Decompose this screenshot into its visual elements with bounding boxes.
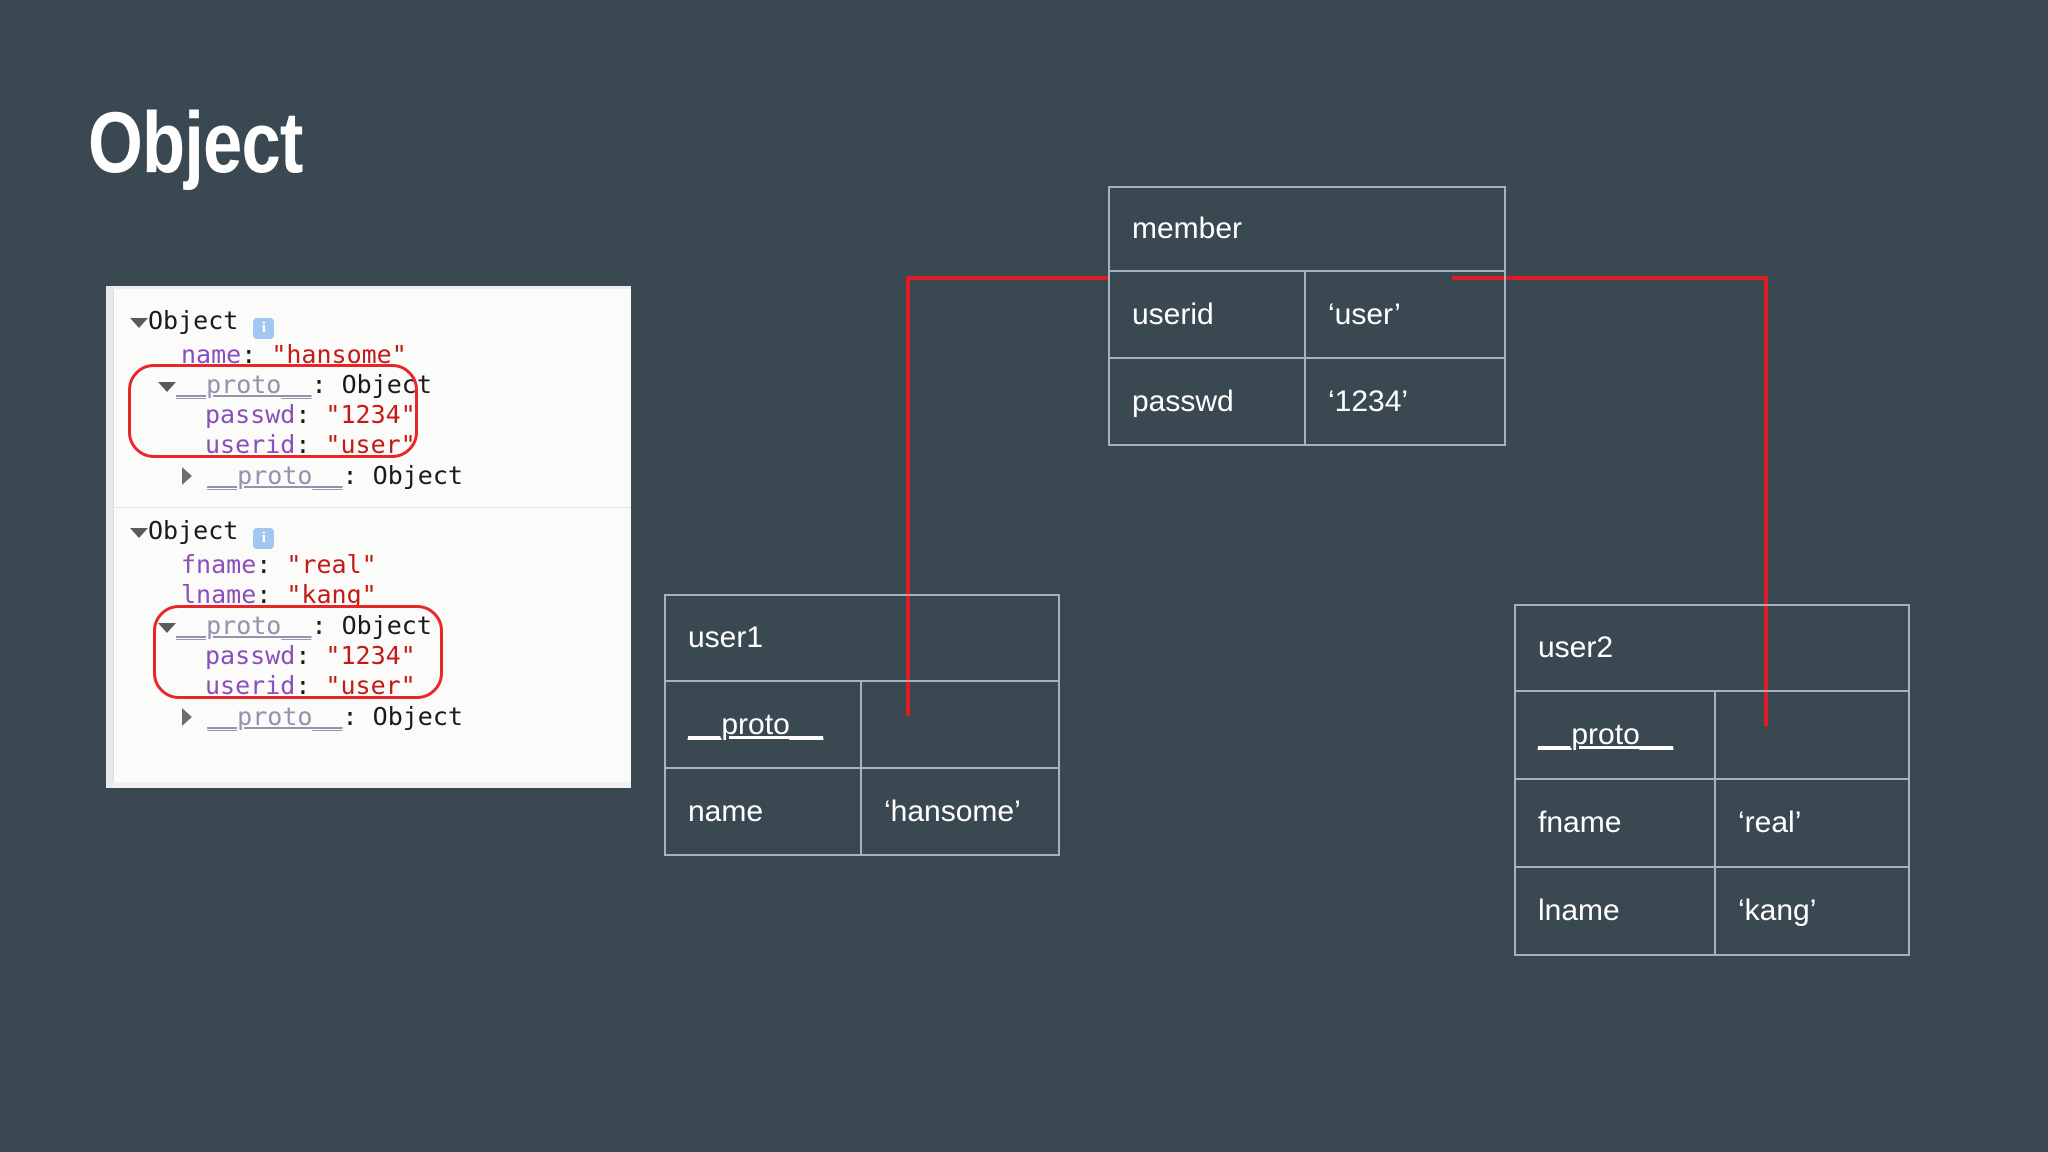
property-separator: : — [256, 580, 287, 609]
connector-member-to-user1-horizontal — [906, 276, 1108, 280]
table-row: lname ‘kang’ — [1514, 866, 1910, 956]
property-key: userid — [205, 430, 296, 459]
console-property-row[interactable]: __proto__: Object — [182, 704, 463, 729]
user2-row-value — [1714, 690, 1910, 780]
property-separator: : — [311, 611, 342, 640]
member-row-value: ‘1234’ — [1304, 357, 1506, 446]
disclosure-triangle-down-icon[interactable] — [130, 318, 148, 328]
user1-table-title: user1 — [664, 594, 1060, 682]
connector-member-to-user1-vertical — [906, 276, 910, 716]
user2-row-key: fname — [1514, 778, 1716, 868]
table-row: member — [1108, 186, 1506, 272]
property-value: Object — [341, 611, 432, 640]
table-row: user2 — [1514, 604, 1910, 692]
user2-row-value: ‘kang’ — [1714, 866, 1910, 956]
table-member: member userid ‘user’ passwd ‘1234’ — [1108, 186, 1506, 446]
member-row-value: ‘user’ — [1304, 270, 1506, 359]
member-row-key: passwd — [1108, 357, 1306, 446]
property-key: fname — [181, 550, 257, 579]
property-key: __proto__ — [176, 611, 312, 640]
user1-row-key: name — [664, 767, 862, 856]
info-badge-icon[interactable]: i — [253, 318, 275, 339]
table-row: __proto__ — [1514, 690, 1910, 780]
disclosure-triangle-down-icon[interactable] — [158, 623, 176, 633]
property-separator: : — [342, 702, 373, 731]
console-left-rail — [106, 286, 114, 788]
page-title: Object — [88, 95, 303, 191]
property-key: lname — [181, 580, 257, 609]
property-key: passwd — [205, 400, 296, 429]
property-key: __proto__ — [207, 461, 343, 490]
console-property-row[interactable]: passwd: "1234" — [205, 643, 416, 668]
console-entry-divider — [113, 507, 631, 508]
property-key: __proto__ — [207, 702, 343, 731]
property-key: name — [181, 340, 242, 369]
console-property-row[interactable]: __proto__: Object — [158, 613, 432, 638]
property-key: userid — [205, 671, 296, 700]
user1-row-key: __proto__ — [664, 680, 862, 769]
table-user1: user1 __proto__ name ‘hansome’ — [664, 594, 1060, 856]
connector-member-to-user2-horizontal — [1452, 276, 1768, 280]
user2-row-value: ‘real’ — [1714, 778, 1910, 868]
user1-row-value: ‘hansome’ — [860, 767, 1060, 856]
console-entry-header[interactable]: Object i — [130, 306, 275, 339]
property-key: __proto__ — [176, 370, 312, 399]
property-value: "user" — [325, 671, 416, 700]
property-separator: : — [295, 430, 326, 459]
property-separator: : — [256, 550, 287, 579]
table-row: name ‘hansome’ — [664, 767, 1060, 856]
member-table-title: member — [1108, 186, 1506, 272]
property-key: passwd — [205, 641, 296, 670]
console-property-row[interactable]: userid: "user" — [205, 432, 416, 457]
property-value: "user" — [325, 430, 416, 459]
property-value: Object — [372, 702, 463, 731]
property-separator: : — [241, 340, 272, 369]
table-row: passwd ‘1234’ — [1108, 357, 1506, 446]
user2-table-title: user2 — [1514, 604, 1910, 692]
user1-row-value — [860, 680, 1060, 769]
user2-row-key: __proto__ — [1514, 690, 1716, 780]
property-separator: : — [295, 671, 326, 700]
devtools-console-screenshot: Object i name: "hansome" __proto__: Obje… — [106, 286, 631, 788]
console-entry-label: Object — [148, 516, 239, 545]
disclosure-triangle-down-icon[interactable] — [158, 382, 176, 392]
console-property-row[interactable]: name: "hansome" — [181, 342, 407, 367]
member-row-key: userid — [1108, 270, 1306, 359]
console-entry-label: Object — [148, 306, 239, 335]
property-value: Object — [341, 370, 432, 399]
disclosure-triangle-right-icon[interactable] — [182, 467, 192, 485]
disclosure-triangle-right-icon[interactable] — [182, 708, 192, 726]
table-row: fname ‘real’ — [1514, 778, 1910, 868]
property-separator: : — [311, 370, 342, 399]
table-row: user1 — [664, 594, 1060, 682]
info-badge-icon[interactable]: i — [253, 528, 275, 549]
property-value: "1234" — [325, 400, 416, 429]
disclosure-triangle-down-icon[interactable] — [130, 528, 148, 538]
console-property-row[interactable]: userid: "user" — [205, 673, 416, 698]
table-row: __proto__ — [664, 680, 1060, 769]
property-separator: : — [342, 461, 373, 490]
console-entry-header[interactable]: Object i — [130, 516, 275, 549]
property-value: "kang" — [286, 580, 377, 609]
property-value: "1234" — [325, 641, 416, 670]
property-separator: : — [295, 641, 326, 670]
user2-row-key: lname — [1514, 866, 1716, 956]
console-property-row[interactable]: fname: "real" — [181, 552, 377, 577]
table-row: userid ‘user’ — [1108, 270, 1506, 359]
console-property-row[interactable]: lname: "kang" — [181, 582, 377, 607]
property-value: "hansome" — [271, 340, 407, 369]
connector-member-to-user2-vertical — [1764, 276, 1768, 726]
console-property-row[interactable]: passwd: "1234" — [205, 402, 416, 427]
console-property-row[interactable]: __proto__: Object — [182, 463, 463, 488]
property-value: Object — [372, 461, 463, 490]
table-user2: user2 __proto__ fname ‘real’ lname ‘kang… — [1514, 604, 1910, 956]
property-value: "real" — [286, 550, 377, 579]
console-property-row[interactable]: __proto__: Object — [158, 372, 432, 397]
property-separator: : — [295, 400, 326, 429]
console-top-divider — [113, 286, 631, 289]
console-bottom-divider — [113, 782, 631, 788]
